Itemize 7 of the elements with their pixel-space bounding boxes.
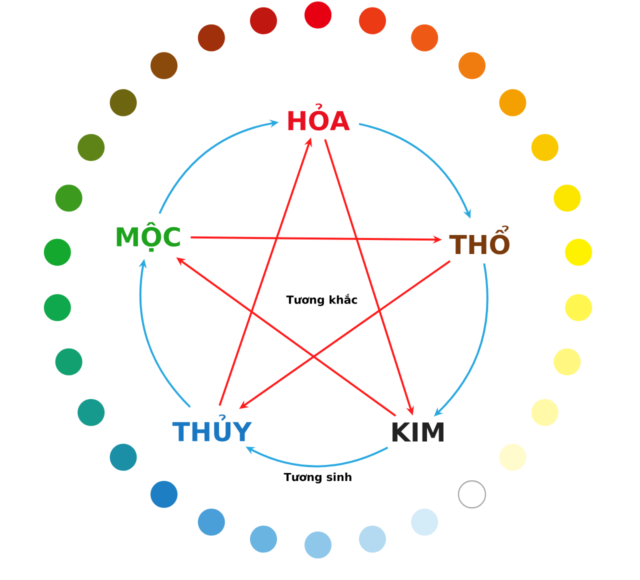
caption-text: Tương sinh [282,472,354,484]
element-label: THỦY [172,414,252,442]
element-label: KIM [392,422,444,442]
element-label: MỘC [116,222,180,252]
caption-text: Tương khắc [285,292,359,308]
element-label: THỔ [449,226,510,254]
element-label: HỎA [288,103,350,130]
